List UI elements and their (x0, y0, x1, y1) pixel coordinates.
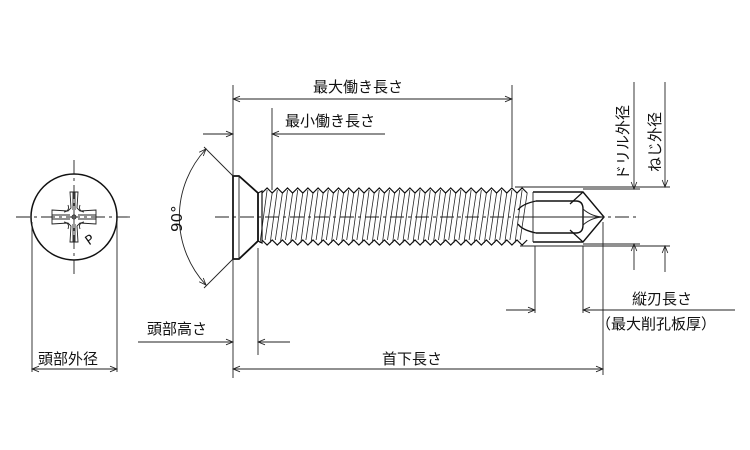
thread-helix-line (341, 189, 350, 244)
thread-helix-line (499, 192, 508, 241)
screw-side-view: 90° (168, 146, 640, 289)
thread-helix-line (489, 192, 497, 241)
thread-helix-line (259, 189, 268, 244)
thread-helix-line (300, 189, 309, 244)
head-diameter-label: 頭部外径 (38, 350, 98, 368)
thread-helix-line (438, 192, 446, 241)
thread-helix-line (397, 192, 406, 241)
thread-helix-line (443, 189, 452, 244)
thread-helix-line (269, 189, 278, 244)
thread-helix-line (422, 189, 431, 244)
thread-helix-line (346, 192, 355, 241)
thread-crest (261, 187, 528, 194)
drill-diameter-label: ドリル外径 (614, 105, 632, 180)
max-drill-thickness-label: （最大削孔板厚） (596, 315, 716, 333)
thread-helix-line (519, 192, 528, 241)
thread-helix-line (295, 192, 304, 241)
drill-point (517, 191, 605, 243)
thread-helix-line (509, 192, 518, 241)
thread-helix-line (448, 192, 457, 241)
thread-helix-line (290, 189, 299, 244)
thread-helix-line (417, 192, 426, 241)
thread-helix-line (280, 189, 288, 244)
flute-length-label: 縦刃長さ (632, 290, 692, 308)
thread-helix-line (478, 192, 487, 241)
thread-helix-line (504, 189, 513, 244)
thread-helix-line (315, 192, 324, 241)
thread-crest (261, 239, 528, 246)
thread-helix-line (484, 189, 492, 244)
thread-helix-line (336, 192, 344, 241)
thread-helix-line (305, 192, 314, 241)
thread-helix-line (274, 192, 283, 241)
min-working-length-label: 最小働き長さ (285, 112, 375, 130)
thread-helix-line (427, 192, 436, 241)
neck (257, 190, 263, 244)
thread-helix-line (285, 192, 293, 241)
thread-helix-line (264, 192, 273, 241)
thread-helix-line (514, 189, 523, 244)
head-top-view: P 頭部外径 (16, 160, 132, 372)
thread-helix-line (473, 189, 482, 244)
thread-helix-line (463, 189, 472, 244)
thread-helix-line (310, 189, 319, 244)
thread-helix-line (356, 192, 365, 241)
thread-helix-line (453, 189, 462, 244)
thread-helix-line (325, 192, 334, 241)
angle-arc (178, 149, 206, 285)
thread-helix-line (433, 189, 441, 244)
thread-diameter-label: ねじ外径 (646, 112, 664, 172)
phillips-recess-icon (51, 191, 97, 243)
thread-helix-line (458, 192, 467, 241)
recess-mark-p: P (83, 232, 98, 249)
thread-helix-line (402, 189, 411, 244)
thread-helix-line (366, 192, 375, 241)
thread-helix-line (494, 189, 503, 244)
thread-helix-line (468, 192, 477, 241)
countersunk-head (232, 175, 259, 260)
max-working-length-label: 最大働き長さ (313, 78, 403, 96)
thread-helix-line (387, 192, 395, 241)
thread-helix-line (382, 189, 390, 244)
thread-helix-line (392, 189, 401, 244)
threaded-shank (257, 187, 528, 246)
thread-helix-line (371, 189, 380, 244)
thread-helix-line (331, 189, 339, 244)
head-height-label: 頭部高さ (147, 320, 207, 338)
thread-helix-line (351, 189, 360, 244)
angle-label: 90° (168, 205, 186, 232)
thread-helix-line (412, 189, 421, 244)
thread-helix-line (376, 192, 385, 241)
thread-helix-line (407, 192, 416, 241)
length-under-head-label: 首下長さ (382, 350, 442, 368)
thread-helix-line (320, 189, 329, 244)
thread-helix-line (361, 189, 370, 244)
